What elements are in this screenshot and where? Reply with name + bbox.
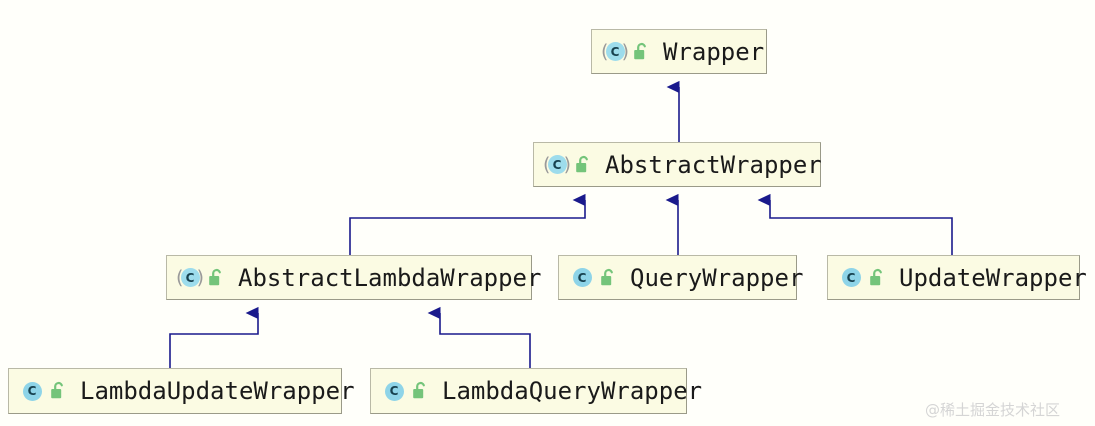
abstract-paren-left: (	[601, 40, 609, 62]
edge-update-wrapper-to-abstract-wrapper	[757, 193, 953, 255]
node-icons: ( C )	[176, 265, 226, 291]
unlocked-padlock-icon	[206, 267, 226, 289]
node-icons: C	[569, 265, 618, 291]
watermark: @稀土掘金技术社区	[925, 401, 1061, 419]
node-icons: C	[838, 265, 887, 291]
unlocked-padlock-icon	[867, 267, 887, 289]
unlocked-padlock-icon	[573, 154, 593, 176]
class-icon-letter: C	[605, 42, 625, 61]
edge-abstract-lambda-wrapper-to-abstract-wrapper	[349, 193, 586, 255]
class-icon-letter: C	[547, 155, 567, 174]
node-icons: C	[381, 378, 430, 404]
class-node-wrapper[interactable]: ( C ) Wrapper	[591, 29, 767, 74]
class-icon-letter: C	[841, 268, 861, 287]
class-node-lambda-update-wrapper[interactable]: C LambdaUpdateWrapper	[8, 368, 355, 414]
abstract-paren-right: )	[563, 153, 571, 175]
edge-lambda-update-wrapper-to-abstract-lambda-wrapper	[169, 306, 259, 368]
abstract-paren-right: )	[621, 40, 629, 62]
class-name-label: AbstractLambdaWrapper	[238, 263, 542, 292]
node-icons: ( C )	[601, 39, 651, 65]
class-name-label: LambdaUpdateWrapper	[80, 377, 355, 405]
class-icon: ( C )	[176, 265, 204, 291]
unlocked-padlock-icon	[631, 41, 651, 63]
class-icon: C	[569, 265, 595, 291]
class-name-label: LambdaQueryWrapper	[442, 377, 703, 405]
edge-lambda-query-wrapper-to-abstract-lambda-wrapper	[427, 306, 531, 368]
class-icon: C	[838, 265, 864, 291]
class-node-update-wrapper[interactable]: C UpdateWrapper	[827, 255, 1087, 300]
class-name-label: QueryWrapper	[630, 263, 804, 292]
class-icon-letter: C	[384, 381, 404, 401]
node-icons: ( C )	[543, 152, 593, 178]
class-icon-letter: C	[22, 381, 42, 401]
abstract-paren-left: (	[176, 266, 184, 288]
abstract-paren-right: )	[196, 266, 204, 288]
unlocked-padlock-icon	[598, 267, 618, 289]
class-icon-letter: C	[180, 268, 200, 287]
abstract-paren-left: (	[543, 153, 551, 175]
class-icon: ( C )	[543, 152, 571, 178]
class-name-label: Wrapper	[663, 37, 765, 66]
class-node-query-wrapper[interactable]: C QueryWrapper	[558, 255, 803, 300]
class-node-abstract-lambda-wrapper[interactable]: ( C ) AbstractLambdaWrapper	[166, 255, 541, 300]
class-icon: C	[381, 378, 407, 404]
class-name-label: UpdateWrapper	[899, 263, 1087, 292]
class-icon: ( C )	[601, 39, 629, 65]
class-name-label: AbstractWrapper	[605, 150, 822, 179]
unlocked-padlock-icon	[48, 380, 68, 402]
class-node-abstract-wrapper[interactable]: ( C ) AbstractWrapper	[533, 142, 822, 187]
class-icon: C	[19, 378, 45, 404]
unlocked-padlock-icon	[410, 380, 430, 402]
class-icon-letter: C	[572, 268, 592, 287]
node-icons: C	[19, 378, 68, 404]
class-node-lambda-query-wrapper[interactable]: C LambdaQueryWrapper	[370, 368, 702, 414]
